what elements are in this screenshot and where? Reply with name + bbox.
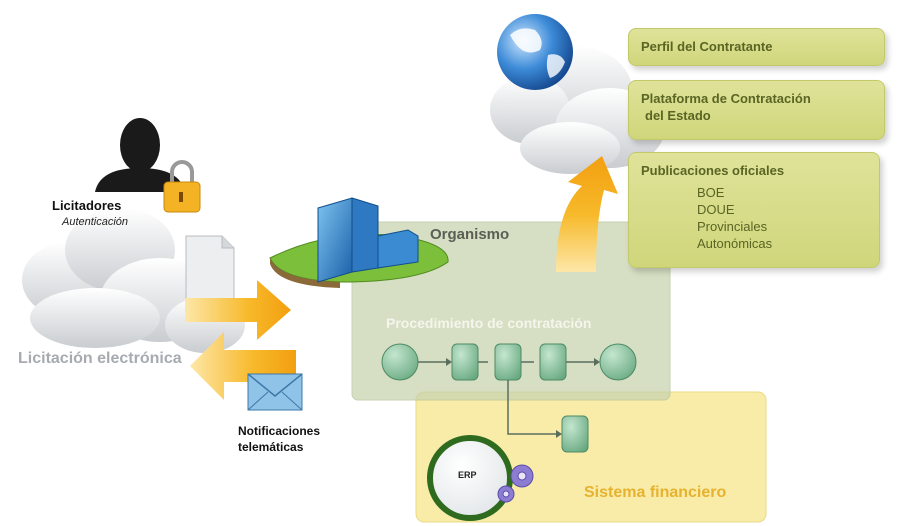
globe-icon [497,14,573,90]
gear-icon [497,464,534,503]
send-arrow [185,280,291,340]
publicaciones-title: Publicaciones oficiales [641,163,785,178]
plataforma-contratacion-box: Plataforma de Contratación del Estado [628,80,885,140]
user-icon [95,118,185,192]
sistema-financiero-title: Sistema financiero [584,484,727,501]
plataforma-line1: Plataforma de Contratación [641,91,811,106]
notificaciones-line1: Notificaciones [238,424,321,438]
process-end-node [599,343,637,381]
licitadores-title: Licitadores [52,198,122,213]
publicacion-item: Provinciales [697,219,768,234]
publish-arrow [556,156,618,272]
process-step-node [494,343,522,381]
erp-icon [427,435,513,521]
licitacion-label: Licitación electrónica [18,350,182,367]
perfil-contratante-box: Perfil del Contratante [628,28,885,66]
notificaciones-line2: telemáticas [238,440,304,454]
publicaciones-oficiales-box: Publicaciones oficiales BOE DOUE Provinc… [628,152,880,268]
publicacion-item: Autonómicas [697,236,773,251]
procedimiento-label: Procedimiento de contratación [386,315,592,331]
document-icon [185,235,235,301]
publicacion-item: DOUE [697,202,735,217]
organismo-title: Organismo [430,226,510,243]
publicacion-item: BOE [697,185,725,200]
process-start-node [381,343,419,381]
process-step-node [539,343,567,381]
receive-arrow [190,332,296,400]
envelope-icon [247,373,303,411]
plataforma-line2: del Estado [645,108,711,123]
plataforma-label: Plataforma de Contratación del Estado [641,90,811,124]
lock-icon [163,160,201,213]
perfil-contratante-label: Perfil del Contratante [641,39,773,54]
process-step-node [451,343,479,381]
building-icon [269,197,449,288]
process-flow [381,343,637,453]
erp-label: ERP [458,470,477,480]
licitadores-subtitle: Autenticación [62,216,129,228]
publicaciones-list: BOE DOUE Provinciales Autonómicas [697,184,772,252]
financial-step-node [561,415,589,453]
